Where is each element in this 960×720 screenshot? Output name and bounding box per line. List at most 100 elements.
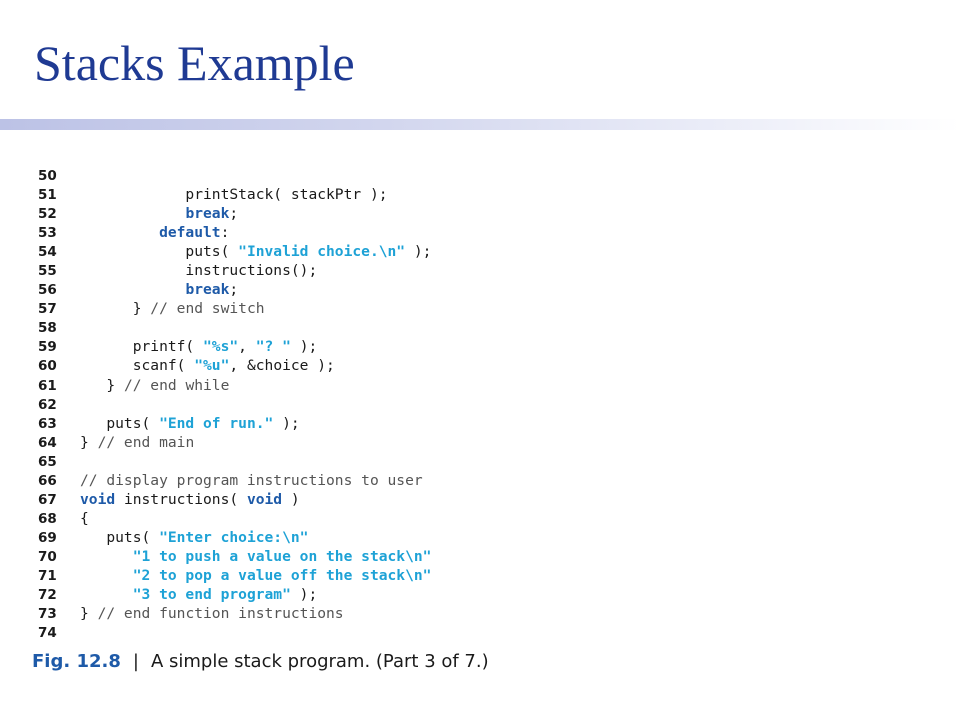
code-comment: // end switch [150, 300, 265, 318]
line-number: 58 [38, 320, 57, 337]
code-line: 54 puts( "Invalid choice.\n" ); [38, 242, 598, 261]
code-line: 66 // display program instructions to use… [38, 471, 598, 490]
line-number: 73 [38, 606, 57, 623]
code-plain [80, 586, 133, 603]
line-number: 70 [38, 548, 57, 565]
code-line: 61 } // end while [38, 376, 598, 395]
title-divider [0, 119, 960, 130]
code-string: "%u" [194, 357, 230, 375]
code-line: 51 printStack( stackPtr ); [38, 185, 598, 204]
code-text: default: [80, 224, 229, 241]
line-number: 57 [38, 301, 57, 318]
code-keyword: void [246, 490, 283, 508]
code-line: 63 puts( "End of run." ); [38, 414, 598, 433]
code-plain: instructions(); [80, 262, 318, 280]
line-number: 74 [38, 625, 57, 642]
code-string: "%s" [203, 338, 239, 356]
code-text: "3 to end program" ); [80, 586, 318, 604]
line-number: 52 [38, 206, 57, 223]
line-number: 63 [38, 415, 57, 432]
code-text: printStack( stackPtr ); [80, 186, 388, 204]
code-line: 64 } // end main [38, 433, 598, 452]
code-string: "? " [255, 338, 291, 356]
code-text: } // end function instructions [80, 605, 344, 622]
code-plain: : [220, 224, 230, 242]
code-line: 62 [38, 395, 598, 414]
code-text: break; [80, 281, 238, 298]
code-plain: ) [282, 490, 300, 508]
line-number: 66 [38, 472, 57, 489]
code-string: "1 to push a value on the stack\n" [132, 547, 432, 565]
line-number: 72 [38, 587, 57, 604]
line-number: 54 [38, 244, 57, 261]
code-line: 65 [38, 452, 598, 471]
code-text: puts( "Enter choice:\n" [80, 529, 308, 546]
code-line: 60 scanf( "%u", &choice ); [38, 356, 598, 375]
line-number: 60 [38, 358, 57, 375]
code-plain: } [80, 376, 124, 394]
code-line: 71 "2 to pop a value off the stack\n" [38, 566, 598, 585]
line-number: 50 [38, 168, 57, 184]
figure-label: Fig. 12.8 [32, 651, 121, 672]
code-line: 73 } // end function instructions [38, 604, 598, 623]
line-number: 59 [38, 339, 57, 356]
line-number: 68 [38, 510, 57, 527]
code-plain: puts( [80, 243, 239, 261]
code-line: 69 puts( "Enter choice:\n" [38, 528, 598, 547]
code-plain: ); [290, 338, 318, 356]
code-string: "3 to end program" [132, 586, 291, 604]
code-line: 53 default: [38, 223, 598, 242]
code-text: // display program instructions to user [80, 472, 423, 489]
code-line: 74 [38, 623, 598, 642]
code-plain: printf( [80, 338, 204, 356]
code-keyword: default [159, 224, 221, 242]
code-comment: // end main [97, 433, 195, 451]
code-line: 55 instructions(); [38, 261, 598, 280]
line-number: 62 [38, 396, 57, 413]
code-string: "2 to pop a value off the stack\n" [132, 566, 432, 584]
code-keyword: break [185, 281, 230, 299]
code-text: break; [80, 205, 238, 222]
line-number: 64 [38, 434, 57, 451]
code-text: scanf( "%u", &choice ); [80, 357, 335, 374]
code-string: "Invalid choice.\n" [238, 243, 406, 261]
code-line: 50 [38, 166, 598, 185]
line-number: 51 [38, 187, 57, 204]
code-text: { [80, 510, 89, 527]
code-text: instructions(); [80, 262, 317, 279]
line-number: 71 [38, 567, 57, 584]
code-text: } // end switch [80, 300, 265, 317]
code-plain: printStack( stackPtr ); [80, 186, 388, 204]
line-number: 61 [38, 377, 57, 394]
code-plain: puts( [80, 528, 160, 546]
figure-caption: Fig. 12.8|A simple stack program. (Part … [32, 651, 489, 672]
code-text: } // end while [80, 377, 229, 394]
line-number: 65 [38, 453, 57, 470]
code-line: 56 break; [38, 280, 598, 299]
code-string: "Enter choice:\n" [159, 528, 309, 546]
code-line: 70 "1 to push a value on the stack\n" [38, 547, 598, 566]
code-plain: } [80, 300, 151, 318]
code-plain: ); [273, 414, 300, 432]
code-plain: ; [229, 205, 239, 223]
code-comment: // end while [123, 376, 230, 394]
code-text: printf( "%s", "? " ); [80, 338, 318, 356]
code-line: 58 [38, 318, 598, 337]
code-plain: { [80, 509, 89, 527]
code-text: puts( "End of run." ); [80, 414, 300, 432]
line-number: 69 [38, 529, 57, 546]
code-plain [80, 567, 133, 584]
code-line: 68 { [38, 509, 598, 528]
line-number: 56 [38, 282, 57, 299]
code-text: } // end main [80, 434, 194, 451]
code-plain: , &choice ); [229, 357, 335, 375]
code-plain: , [238, 338, 256, 356]
line-number: 53 [38, 225, 57, 242]
slide-title: Stacks Example [34, 35, 355, 91]
code-text: "2 to pop a value off the stack\n" [80, 566, 432, 584]
code-line: 57 } // end switch [38, 299, 598, 318]
figure-caption-text: A simple stack program. (Part 3 of 7.) [150, 651, 489, 672]
code-keyword: break [185, 205, 230, 223]
